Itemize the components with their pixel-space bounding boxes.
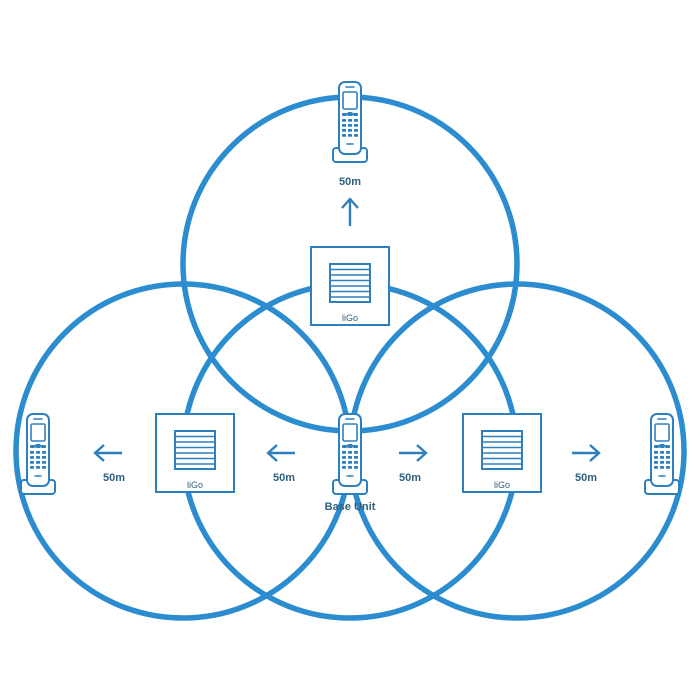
- distance-label-top: 50m: [339, 176, 361, 188]
- distance-label-left-inner: 50m: [273, 472, 295, 484]
- repeater-right-label: liGo: [494, 480, 510, 490]
- base-unit-label: Base Unit: [325, 501, 376, 513]
- arrow-left-inner-icon: [266, 443, 297, 463]
- arrow-right-inner-icon: [397, 443, 428, 463]
- handset-left-icon: [20, 413, 56, 495]
- arrow-right-outer-icon: [570, 443, 601, 463]
- repeater-left-label: liGo: [187, 480, 203, 490]
- repeater-top-label: liGo: [342, 313, 358, 323]
- handset-top-icon: [332, 81, 368, 163]
- base-unit-phone-icon: [332, 413, 368, 495]
- handset-right-icon: [644, 413, 680, 495]
- distance-label-right-outer: 50m: [575, 472, 597, 484]
- arrow-left-outer-icon: [93, 443, 124, 463]
- arrow-up-icon: [340, 197, 360, 228]
- distance-label-right-inner: 50m: [399, 472, 421, 484]
- distance-label-left-outer: 50m: [103, 472, 125, 484]
